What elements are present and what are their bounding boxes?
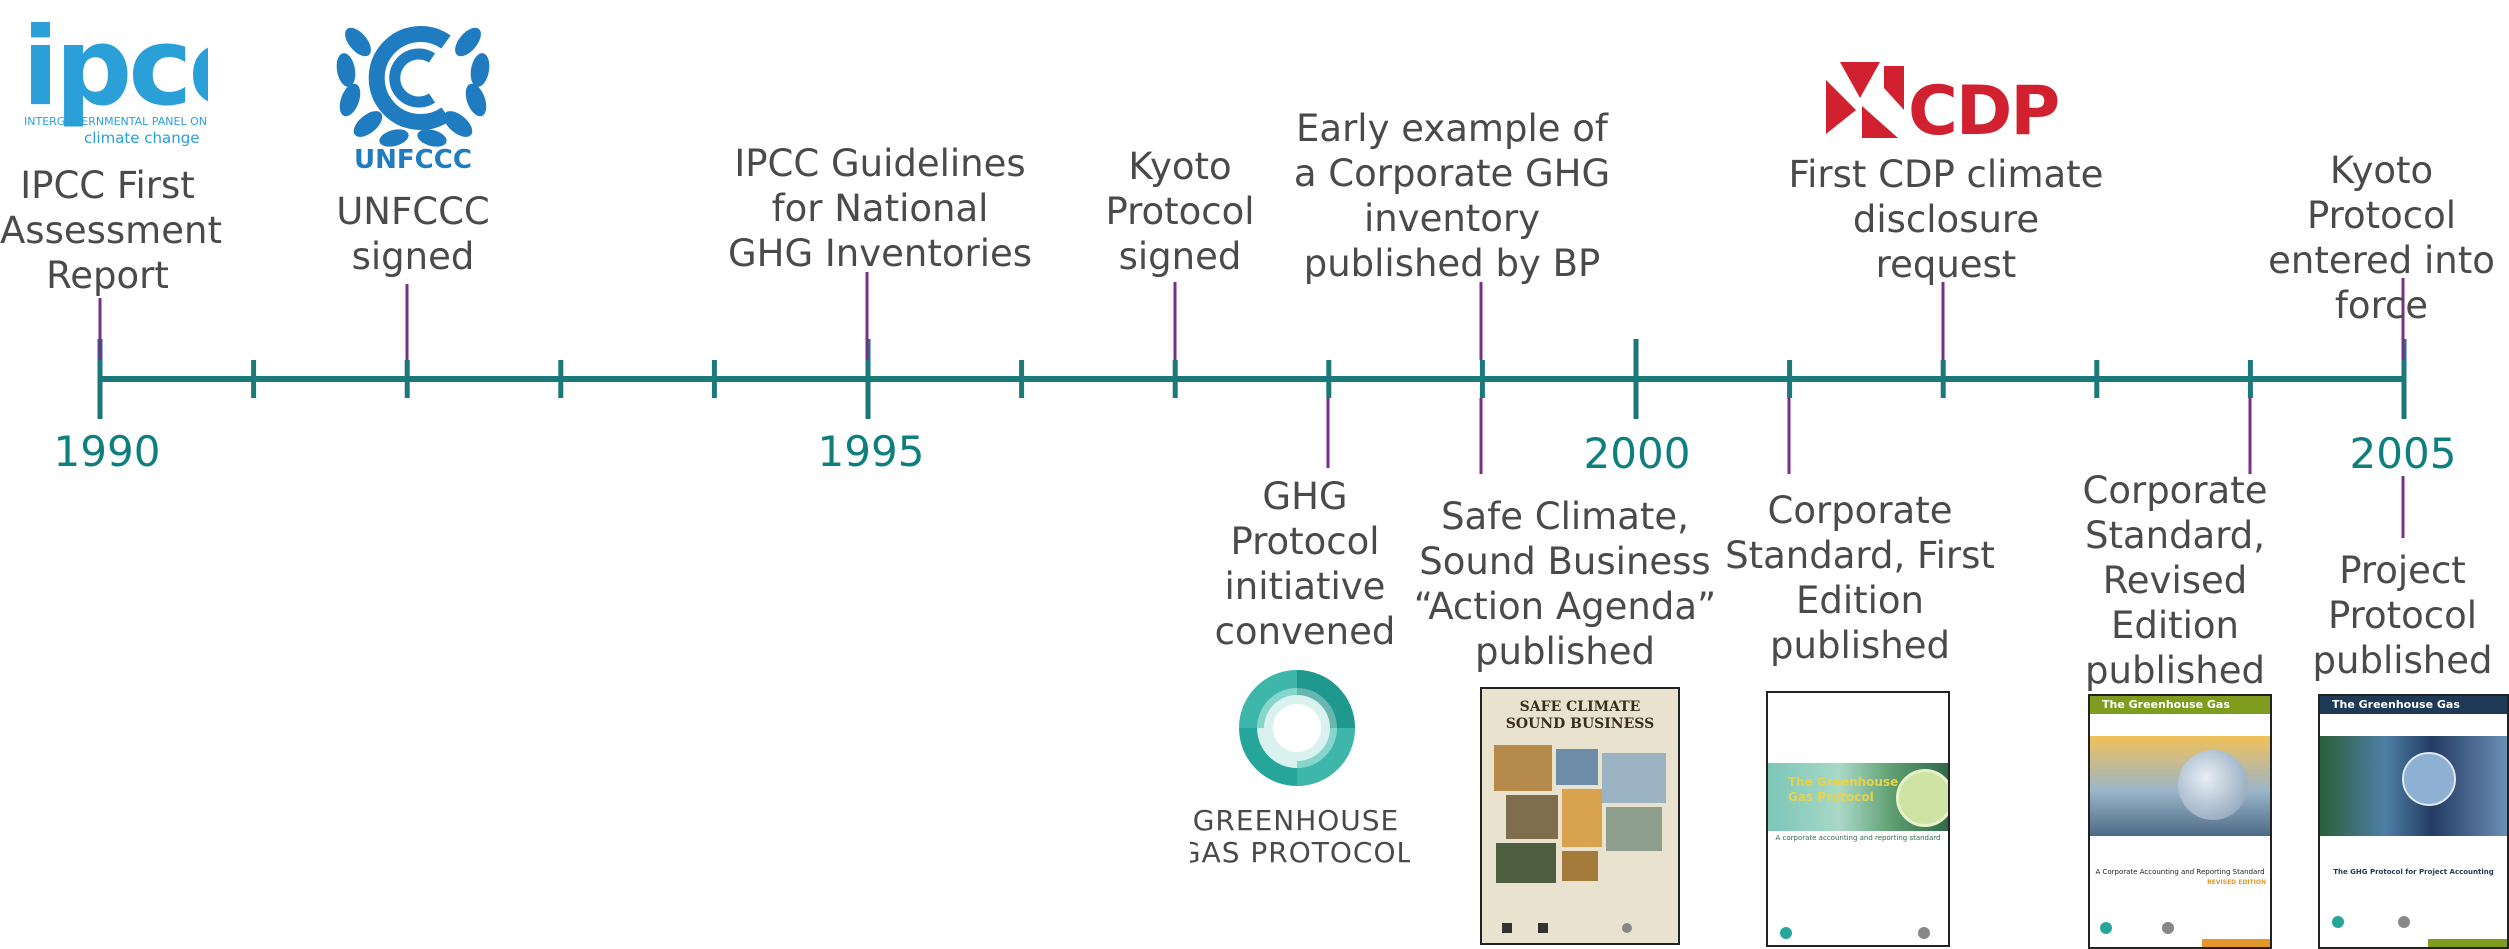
event-ipcc-first-assessment: IPCC First Assessment Report	[0, 164, 222, 297]
cover-corporate-revised-subtitle: A Corporate Accounting and Reporting Sta…	[2095, 868, 2265, 876]
event-safe-climate: Safe Climate, Sound Business “Action Age…	[1413, 495, 1717, 673]
cover-safe-climate: SAFE CLIMATE SOUND BUSINESS	[1480, 687, 1680, 945]
cover-corporate-revised-edition: REVISED EDITION	[2207, 879, 2266, 886]
cdp-wordmark: CDP	[1908, 72, 2058, 142]
cover-project-protocol: The Greenhouse Gas Protocol The GHG Prot…	[2318, 694, 2509, 949]
cdp-logo: CDP	[1826, 62, 2060, 142]
ipcc-wordmark: ipcc	[22, 6, 208, 130]
cover-safe-climate-title: SAFE CLIMATE SOUND BUSINESS	[1505, 699, 1655, 732]
cover-project-subtitle: The GHG Protocol for Project Accounting	[2333, 868, 2494, 876]
ipcc-logo: ipcc INTERGOVERNMENTAL PANEL ON climate …	[22, 6, 208, 146]
cover-corporate-revised-band: The Greenhouse Gas Protocol	[2090, 696, 2270, 729]
event-cdp-request: First CDP climate disclosure request	[1788, 153, 2104, 286]
year-label-1995: 1995	[817, 427, 925, 476]
event-corp-first: Corporate Standard, First Edition publis…	[1725, 489, 1995, 667]
cover-project-band: The Greenhouse Gas Protocol	[2320, 696, 2507, 729]
event-ipcc-guidelines: IPCC Guidelines for National GHG Invento…	[727, 142, 1033, 275]
ipcc-tagline-2: climate change	[84, 129, 199, 146]
ghg-logo-line-1: GREENHOUSE	[1193, 804, 1400, 837]
event-ghg-convened: GHG Protocol initiative convened	[1214, 475, 1396, 653]
cover-corporate-first-subtitle: A corporate accounting and reporting sta…	[1775, 834, 1941, 842]
event-kyoto-signed: Kyoto Protocol signed	[1105, 145, 1255, 278]
cover-corporate-revised: The Greenhouse Gas Protocol A Corporate …	[2088, 694, 2272, 949]
year-label-2005: 2005	[2349, 429, 2457, 478]
ghg-logo-line-2: GAS PROTOCOL	[1190, 836, 1410, 869]
event-bp-inventory: Early example of a Corporate GHG invento…	[1293, 107, 1611, 285]
cover-corporate-first: The Greenhouse Gas Protocol A corporate …	[1766, 691, 1950, 947]
ghg-protocol-logo: GREENHOUSE GAS PROTOCOL	[1190, 670, 1410, 869]
year-label-2000: 2000	[1583, 429, 1691, 478]
event-corp-revised: Corporate Standard, Revised Edition publ…	[2082, 469, 2268, 692]
year-label-1990: 1990	[53, 427, 161, 476]
unfccc-laurel-logo: UNFCCC	[336, 26, 490, 172]
event-project-protocol: Project Protocol published	[2312, 549, 2493, 682]
unfccc-wordmark: UNFCCC	[354, 145, 472, 172]
event-kyoto-force: Kyoto Protocol entered into force	[2268, 149, 2495, 327]
axis-ticks	[97, 339, 2407, 419]
ipcc-tagline-1: INTERGOVERNMENTAL PANEL ON	[24, 115, 207, 128]
cover-corporate-first-title: The Greenhouse Gas Protocol	[1788, 775, 1899, 804]
event-stems	[98, 272, 2405, 538]
event-unfccc-signed: UNFCCC signed	[336, 190, 490, 278]
